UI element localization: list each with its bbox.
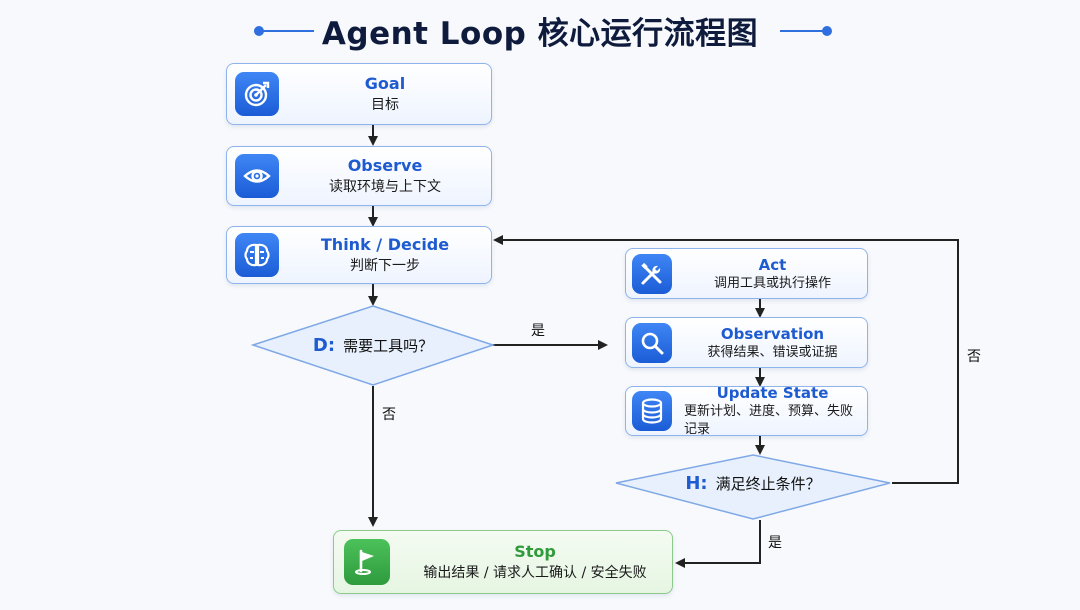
database-icon [632,391,672,431]
node-stop: Stop 输出结果 / 请求人工确认 / 安全失败 [333,530,673,594]
decision-h: H: 满足终止条件？ [643,468,863,498]
decision-h-key: H: [685,472,708,494]
magnifier-icon [632,322,672,363]
page-title: Agent Loop 核心运行流程图 [321,16,759,52]
edge-label-h-no: 否 [967,349,981,365]
node-observe: Observe 读取环境与上下文 [226,146,492,206]
title-left-line [262,30,314,32]
node-observation-subtitle: 获得结果、错误或证据 [707,344,838,360]
node-observe-title: Observe [347,156,423,175]
decision-d: D: 需要工具吗？ [273,330,473,360]
node-stop-subtitle: 输出结果 / 请求人工确认 / 安全失败 [423,565,647,581]
title-right-dot [822,26,832,36]
node-think-subtitle: 判断下一步 [350,258,420,274]
edge-label-d-yes: 是 [531,323,545,339]
node-goal-subtitle: 目标 [371,97,399,113]
node-act: Act 调用工具或执行操作 [625,248,868,299]
decision-d-shape [250,305,496,386]
tools-icon [632,253,672,294]
node-act-title: Act [758,255,787,274]
node-observation: Observation 获得结果、错误或证据 [625,317,868,368]
target-icon [235,72,279,116]
edge-label-h-yes: 是 [768,535,782,551]
decision-h-shape [615,454,891,520]
edge-h-yes [675,520,761,568]
edge-label-d-no: 否 [382,407,396,423]
eye-icon [235,154,279,198]
node-goal-title: Goal [364,74,406,93]
node-act-subtitle: 调用工具或执行操作 [713,275,831,291]
title-left-dot [254,26,264,36]
node-stop-title: Stop [514,542,556,561]
node-update-title: Update State [716,384,829,402]
edge-h-no [493,235,959,484]
flag-icon [344,539,390,585]
brain-icon [235,233,279,277]
node-think: Think / Decide 判断下一步 [226,226,492,284]
node-update-subtitle: 更新计划、进度、预算、失败记录 [684,404,854,437]
node-observe-subtitle: 读取环境与上下文 [329,179,441,195]
node-update-state: Update State 更新计划、进度、预算、失败记录 [625,384,868,437]
decision-d-text: 需要工具吗？ [343,336,434,355]
node-observation-title: Observation [720,324,825,343]
decision-d-key: D: [312,334,336,356]
node-goal: Goal 目标 [226,63,492,125]
decision-h-text: 满足终止条件？ [715,474,821,493]
node-think-title: Think / Decide [320,235,450,254]
title-right-line [780,30,828,32]
